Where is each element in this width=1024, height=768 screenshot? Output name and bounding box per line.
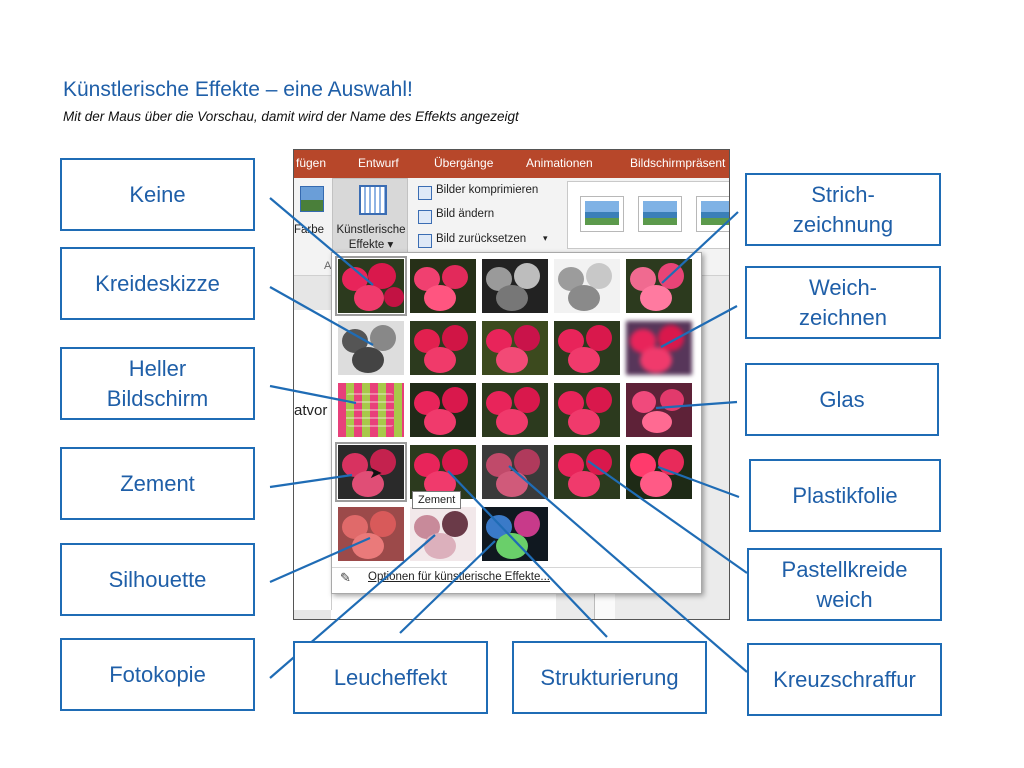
effect-leucheffekt[interactable]	[482, 507, 548, 561]
page-subtitle: Mit der Maus über die Vorschau, damit wi…	[63, 109, 519, 124]
effect-leuchtende-kanten[interactable]	[554, 321, 620, 375]
connector-silhouette	[269, 536, 371, 584]
page-title: Künstlerische Effekte – eine Auswahl!	[63, 78, 413, 101]
artistic-effects-label: Künstlerische Effekte ▾	[336, 224, 406, 251]
effect-fotokopie[interactable]	[410, 507, 476, 561]
connector-leucheffekt	[399, 540, 496, 634]
reset-dropdown-arrow[interactable]: ▾	[543, 233, 548, 243]
artistic-options-icon: ✎	[340, 570, 351, 585]
tab-entwurf[interactable]: Entwurf	[358, 156, 399, 170]
slide-text: atvor	[294, 402, 328, 419]
label-keine: Keine	[60, 158, 255, 231]
tab-uebergaenge[interactable]: Übergänge	[434, 156, 494, 170]
connector-kreideskizze	[269, 286, 374, 346]
effect-tooltip: Zement	[412, 491, 462, 509]
effect-pastellkreide-weich[interactable]	[554, 445, 620, 499]
picture-color-icon[interactable]	[300, 186, 324, 212]
effect-zement[interactable]	[335, 442, 407, 502]
connector-weichzeichnen	[660, 305, 738, 348]
connector-glas	[655, 400, 738, 410]
change-picture-button[interactable]: Bild ändern	[436, 208, 495, 220]
connector-pastellkreide	[587, 460, 748, 574]
artistic-effects-icon	[359, 185, 387, 215]
connector-kreuzschraffur	[508, 465, 748, 673]
effect-mosaik[interactable]	[554, 383, 620, 437]
group-label: A	[324, 260, 332, 272]
effect-plastikfolie[interactable]	[626, 445, 692, 499]
compress-icon	[418, 186, 432, 200]
label-heller-bildschirm: Heller Bildschirm	[60, 347, 255, 420]
effect-malstriche[interactable]	[410, 321, 476, 375]
connector-keine	[269, 197, 374, 286]
compress-pictures-button[interactable]: Bilder komprimieren	[436, 184, 539, 196]
effect-keine[interactable]	[335, 256, 407, 316]
effect-bleistiftskizze[interactable]	[554, 259, 620, 313]
effect-silhouette[interactable]	[338, 507, 404, 561]
ribbon-tab-bar: fügen Entwurf Übergänge Animationen Bild…	[294, 150, 729, 178]
effect-markierung[interactable]	[410, 259, 476, 313]
connector-zement	[269, 473, 353, 489]
label-fotokopie: Fotokopie	[60, 638, 255, 711]
tab-einfuegen[interactable]: fügen	[296, 156, 327, 170]
label-pastellkreide-weich: Pastellkreide weich	[747, 548, 942, 621]
label-strichzeichnung: Strich- zeichnung	[745, 173, 941, 246]
effect-schwamm[interactable]	[410, 383, 476, 437]
label-kreideskizze: Kreideskizze	[60, 247, 255, 320]
connector-strukturierung	[447, 470, 608, 638]
tab-bildschirmpraesentation[interactable]: Bildschirmpräsent	[630, 156, 726, 170]
tab-animationen[interactable]: Animationen	[526, 156, 593, 170]
label-strukturierung: Strukturierung	[512, 641, 707, 714]
effect-film-koernung[interactable]	[482, 383, 548, 437]
reset-picture-button[interactable]: Bild zurücksetzen	[436, 233, 527, 245]
artistic-effects-gallery: Zement ➤ ✎ Optionen für künstlerische Ef…	[331, 252, 702, 594]
connector-heller-bildschirm	[269, 384, 357, 405]
effect-pinsel[interactable]	[482, 321, 548, 375]
effect-heller-bildschirm[interactable]	[338, 383, 404, 437]
effect-strichzeichnung[interactable]	[626, 259, 692, 313]
label-zement: Zement	[60, 447, 255, 520]
label-leucheffekt: Leucheffekt	[293, 641, 488, 714]
connector-plastikfolie	[657, 465, 740, 499]
slide-area	[294, 310, 332, 610]
label-glas: Glas	[745, 363, 939, 436]
label-silhouette: Silhouette	[60, 543, 255, 616]
connector-strichzeichnung	[661, 211, 739, 284]
mouse-cursor-icon: ➤	[369, 465, 383, 482]
label-weichzeichnen: Weich- zeichnen	[745, 266, 941, 339]
label-plastikfolie: Plastikfolie	[749, 459, 941, 532]
change-picture-icon	[418, 210, 432, 224]
gallery-divider	[332, 567, 701, 568]
picture-style-1[interactable]	[580, 196, 624, 232]
powerpoint-screenshot: fügen Entwurf Übergänge Animationen Bild…	[293, 149, 730, 620]
picture-styles-gallery	[567, 181, 729, 249]
effect-kreideskizze[interactable]	[338, 321, 404, 375]
label-kreuzschraffur: Kreuzschraffur	[747, 643, 942, 716]
effect-glas[interactable]	[626, 383, 692, 437]
effect-bleistift-graustufen[interactable]	[482, 259, 548, 313]
artistic-effects-button[interactable]: Künstlerische Effekte ▾	[332, 178, 408, 259]
picture-style-2[interactable]	[638, 196, 682, 232]
reset-picture-icon	[418, 234, 432, 248]
